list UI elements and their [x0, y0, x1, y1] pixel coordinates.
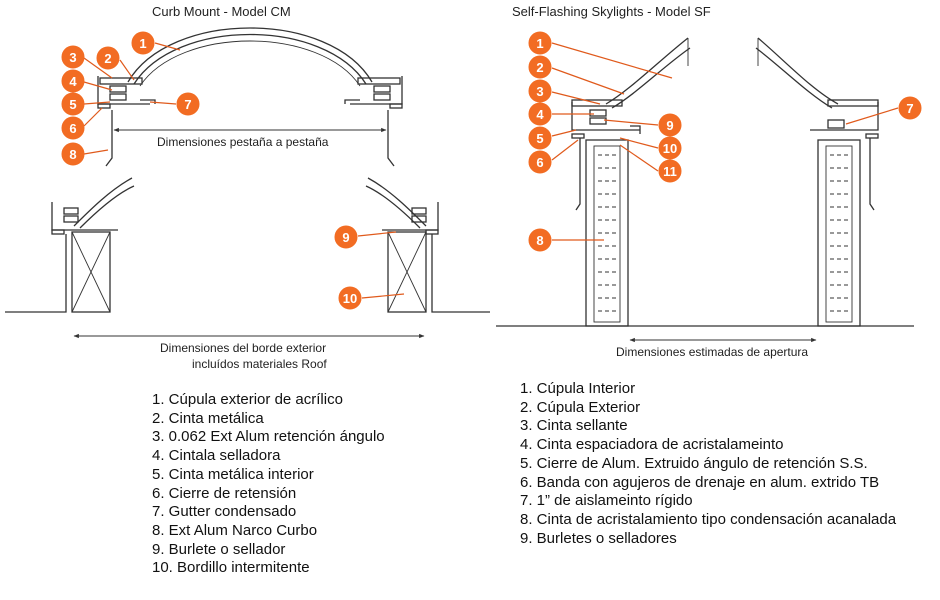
callout-badge: [131, 31, 155, 55]
callout-number: 5: [536, 131, 543, 146]
callout-number: 6: [536, 155, 543, 170]
legend-item: 4. Cintala selladora: [152, 447, 281, 465]
insulation-pattern-left: [598, 154, 616, 312]
legend-item: 7. 1” de aislameinto rígido: [520, 492, 693, 510]
callout-badge: [61, 92, 85, 116]
legend-item: 5. Cierre de Alum. Extruido ángulo de re…: [520, 454, 868, 472]
callout-number: 1: [139, 36, 146, 51]
callout-number: 7: [906, 101, 913, 116]
legend-item: 3. Cinta sellante: [520, 417, 628, 435]
insulation-pattern-right: [830, 154, 848, 312]
callout-badge: [61, 142, 85, 166]
curb-section: [5, 177, 490, 339]
callout-number: 4: [536, 107, 544, 122]
legend-item: 6. Banda con agujeros de drenaje en alum…: [520, 473, 880, 491]
callout-number: 7: [184, 97, 191, 112]
callout-badge: [528, 228, 552, 252]
legend-item: 6. Cierre de retensión: [152, 484, 297, 502]
callout-badge: [528, 55, 552, 79]
left-diagram-title: Curb Mount - Model CM: [152, 4, 291, 19]
legend-item: 9. Burletes o selladores: [520, 529, 677, 547]
legend-item: 2. Cúpula Exterior: [520, 398, 641, 416]
legend-item: 4. Cinta espaciadora de acristalameinto: [520, 436, 784, 454]
callout-badge: [658, 136, 682, 160]
callout-badge: [658, 113, 682, 137]
callout-number: 4: [69, 74, 77, 89]
left-dimension-outer-label-1: Dimensiones del borde exterior: [160, 341, 326, 355]
callout-badge: [528, 150, 552, 174]
left-dimension-outer-label-2: incluídos materiales Roof: [192, 357, 327, 371]
left-dimension-flange-label: Dimensiones pestaña a pestaña: [157, 135, 329, 149]
callout-badge: [528, 31, 552, 55]
callout-number: 10: [343, 291, 357, 306]
callout-number: 8: [69, 147, 76, 162]
legend-item: 7. Gutter condensado: [152, 503, 297, 521]
callout-number: 3: [69, 50, 76, 65]
legend-item: 3. 0.062 Ext Alum retención ángulo: [152, 428, 385, 446]
callout-number: 5: [69, 97, 76, 112]
legend-item: 2. Cinta metálica: [152, 409, 264, 427]
legend-item: 5. Cinta metálica interior: [152, 465, 314, 483]
callout-badge: [61, 69, 85, 93]
legend-item: 10. Bordillo intermitente: [152, 559, 310, 577]
callout-number: 10: [663, 141, 677, 156]
legend-item: 8. Cinta de acristalamiento tipo condens…: [520, 510, 897, 528]
curb-mount-dome-section: [97, 27, 403, 167]
callout-badge: [528, 126, 552, 150]
callout-badge: [96, 46, 120, 70]
self-flashing-section: [496, 37, 914, 343]
callout-badge: [338, 286, 362, 310]
callout-badge: [334, 225, 358, 249]
callout-badge: [61, 116, 85, 140]
callout-number: 6: [69, 121, 76, 136]
legend-item: 8. Ext Alum Narco Curbo: [152, 521, 318, 539]
left-callouts: 1 2 3 4 5 6 7 8 9 10: [61, 31, 405, 310]
right-dimension-label: Dimensiones estimadas de apertura: [616, 345, 808, 359]
callout-number: 1: [536, 36, 543, 51]
callout-number: 9: [666, 118, 673, 133]
right-callouts: 1 2 3 4 5 6 7 8 9 10 11: [528, 31, 922, 252]
callout-badge: [898, 96, 922, 120]
right-diagram-title: Self-Flashing Skylights - Model SF: [512, 4, 711, 19]
callout-number: 8: [536, 233, 543, 248]
callout-badge: [658, 159, 682, 183]
callout-number: 2: [104, 51, 111, 66]
legend-item: 1. Cúpula Interior: [520, 380, 636, 397]
legend-item: 9. Burlete o sellador: [152, 540, 286, 558]
callout-number: 9: [342, 230, 349, 245]
callout-badge: [528, 79, 552, 103]
callout-badge: [528, 102, 552, 126]
callout-number: 11: [663, 164, 677, 179]
callout-badge: [61, 45, 85, 69]
callout-badge: [176, 92, 200, 116]
callout-number: 2: [536, 60, 543, 75]
legend-item: 1. Cúpula exterior de acrílico: [152, 391, 343, 408]
callout-number: 3: [536, 84, 543, 99]
